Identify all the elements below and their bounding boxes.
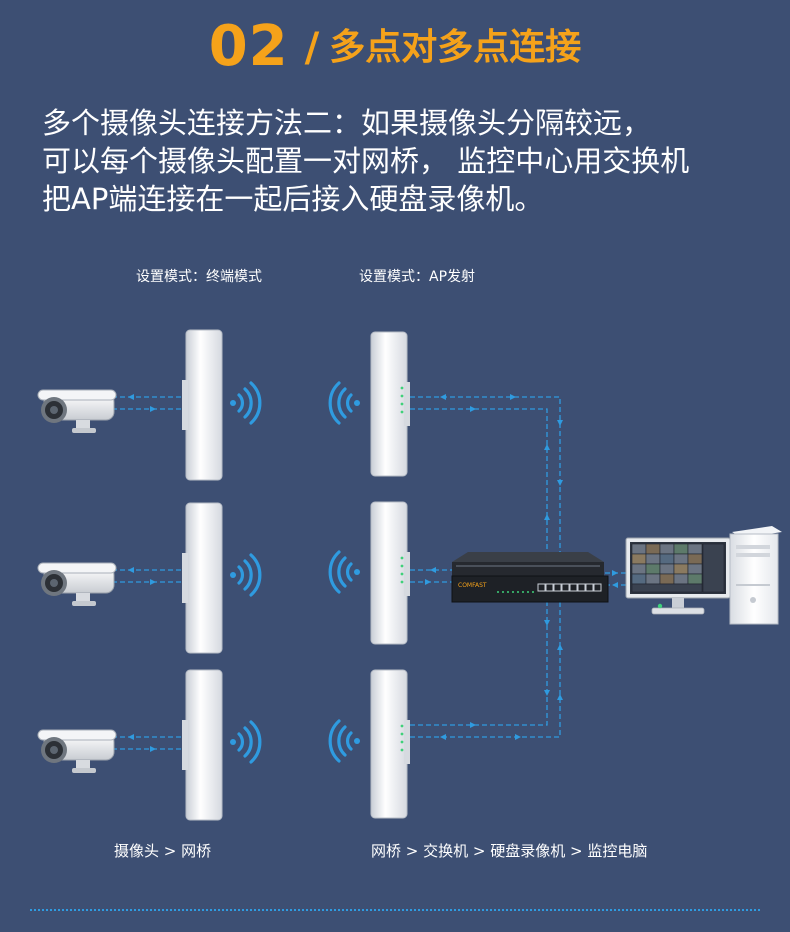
description-line-1: 多个摄像头连接方法二：如果摄像头分隔较远， [42, 106, 652, 140]
bridge-client-icon [182, 669, 223, 821]
camera-icon [37, 562, 117, 606]
wifi-signal-icon [230, 553, 262, 597]
monitor-icon [625, 537, 731, 615]
section-title: 02 /多点对多点连接 [0, 14, 790, 79]
section-heading: 多点对多点连接 [329, 27, 582, 68]
wifi-signal-icon [328, 381, 360, 425]
camera-icon [37, 389, 117, 433]
description-line-3: 把AP端连接在一起后接入硬盘录像机。 [42, 182, 544, 216]
bridge-client-icon [182, 329, 223, 481]
wifi-signal-icon [328, 719, 360, 763]
bridge-ap-icon [370, 669, 410, 819]
switch-brand-label: COMFAST [458, 582, 487, 589]
bridge-client-icon [182, 502, 223, 654]
pc-tower-icon [729, 526, 782, 625]
mode-label-terminal: 设置模式：终端模式 [136, 269, 262, 285]
wifi-signal-icon [230, 381, 262, 425]
mode-label-ap: 设置模式：AP发射 [359, 269, 476, 285]
flow-label-camera-side: 摄像头 > 网桥 [114, 842, 212, 860]
flow-arrows [128, 394, 618, 752]
footer-divider [30, 909, 760, 911]
description-line-2: 可以每个摄像头配置一对网桥， 监控中心用交换机 [42, 144, 690, 178]
network-switch-icon: COMFAST [451, 575, 609, 603]
title-slash: / [304, 25, 320, 71]
bridge-ap-icon [370, 331, 410, 477]
bridge-ap-icon [370, 501, 410, 645]
wifi-signal-icon [328, 550, 360, 594]
description: 多个摄像头连接方法二：如果摄像头分隔较远， 可以每个摄像头配置一对网桥， 监控中… [42, 104, 762, 218]
dvr-recorder-icon [452, 552, 604, 576]
wifi-signal-icon [230, 720, 262, 764]
section-number: 02 [208, 14, 289, 79]
camera-icon [37, 729, 117, 773]
cctv-grid-icon [631, 543, 725, 593]
flow-label-center-side: 网桥 > 交换机 > 硬盘录像机 > 监控电脑 [371, 842, 648, 860]
